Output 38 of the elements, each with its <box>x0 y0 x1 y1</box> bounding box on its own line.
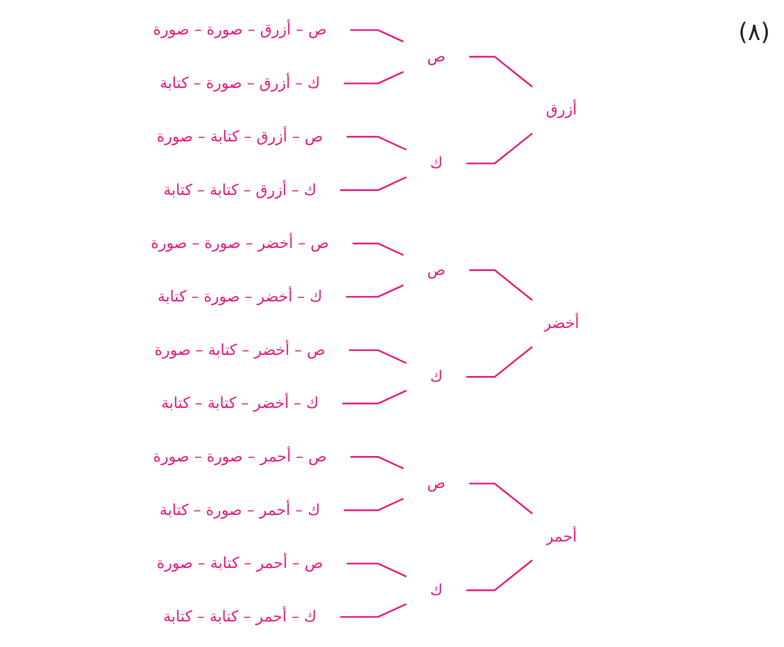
node-text: ص <box>427 474 446 492</box>
node-text: أزرق <box>546 101 577 119</box>
node-text: ص – أزرق – كتابة – صورة <box>156 128 324 146</box>
connector <box>469 56 533 88</box>
node-text: ص – أحمر – كتابة – صورة <box>156 554 324 572</box>
node-text: ك – أحمر – كتابة – كتابة <box>163 608 317 626</box>
connector <box>349 349 407 364</box>
connector <box>469 482 533 514</box>
node-text: ك – أزرق – صورة – كتابة <box>160 74 320 92</box>
node-text: ص <box>427 261 446 280</box>
connector <box>342 390 407 404</box>
node-text: ص <box>427 48 446 66</box>
node-text: ك – أحمر – صورة – كتابة <box>160 501 320 520</box>
connector <box>346 284 404 298</box>
node-text: ك – أزرق – كتابة – كتابة <box>163 181 316 200</box>
node-text: ك <box>430 368 443 386</box>
connector <box>350 456 404 470</box>
connector <box>352 242 404 256</box>
connector <box>350 29 404 42</box>
connector <box>466 560 533 592</box>
connector <box>346 136 407 150</box>
connector <box>466 132 533 164</box>
node-text: ك – أخضر – صورة – كتابة <box>157 288 322 306</box>
node-text: ص – أخضر – كتابة – صورة <box>154 341 326 360</box>
connector <box>469 269 533 301</box>
connector <box>340 603 407 618</box>
connector <box>344 498 404 512</box>
connector <box>340 176 407 191</box>
connector <box>344 71 404 84</box>
node-text: ك <box>430 581 443 600</box>
node-text: ك <box>430 154 443 172</box>
node-text: ص – أحمر – صورة – صورة <box>153 448 327 466</box>
connector <box>466 346 533 378</box>
figure-number: (٨) <box>738 18 770 46</box>
node-text: ك – أخضر – كتابة – كتابة <box>161 394 319 412</box>
node-text: ص – أخضر – صورة – صورة <box>150 234 329 252</box>
node-text: ص – أزرق – صورة – صورة <box>153 21 327 39</box>
connector <box>346 562 407 578</box>
